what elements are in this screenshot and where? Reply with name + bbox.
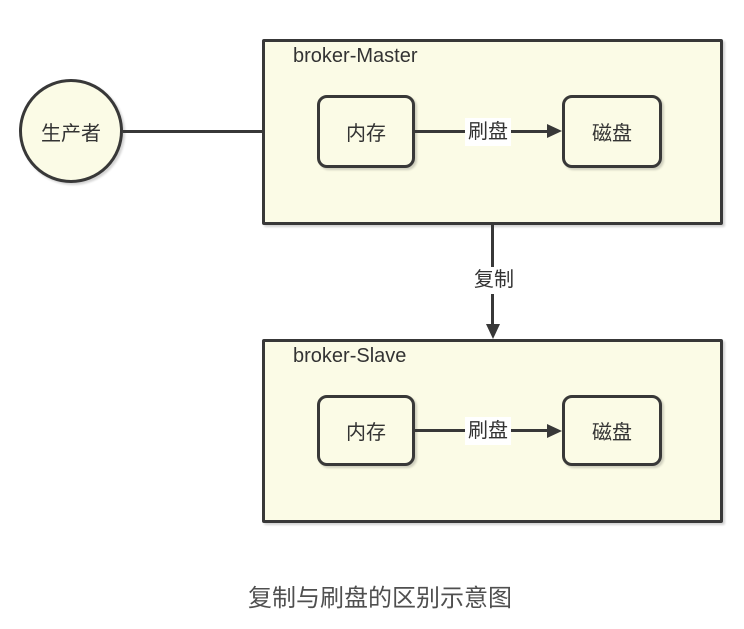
slave-memory-label: 内存 <box>346 422 386 444</box>
master-memory-label: 内存 <box>346 123 386 145</box>
master-flush-edge-label: 刷盘 <box>465 118 511 146</box>
slave-memory-node: 内存 <box>317 395 415 466</box>
broker-master-title: broker-Master <box>293 45 418 67</box>
slave-flush-arrowhead-icon <box>547 423 562 438</box>
master-flush-arrowhead-icon <box>547 124 562 138</box>
slave-flush-edge-label: 刷盘 <box>465 417 511 445</box>
master-memory-node: 内存 <box>317 95 415 168</box>
broker-slave-title: broker-Slave <box>293 345 407 367</box>
slave-disk-label: 磁盘 <box>592 422 632 444</box>
diagram-caption: 复制与刷盘的区别示意图 <box>248 585 512 612</box>
producer-label: 生产者 <box>41 122 101 145</box>
producer-node: 生产者 <box>19 79 123 183</box>
slave-disk-node: 磁盘 <box>562 395 662 466</box>
replication-edge-label: 复制 <box>472 267 516 294</box>
master-disk-label: 磁盘 <box>592 123 632 145</box>
replication-arrowhead-icon <box>485 324 500 339</box>
master-disk-node: 磁盘 <box>562 95 662 168</box>
producer-to-master-arrow-line <box>123 129 304 133</box>
